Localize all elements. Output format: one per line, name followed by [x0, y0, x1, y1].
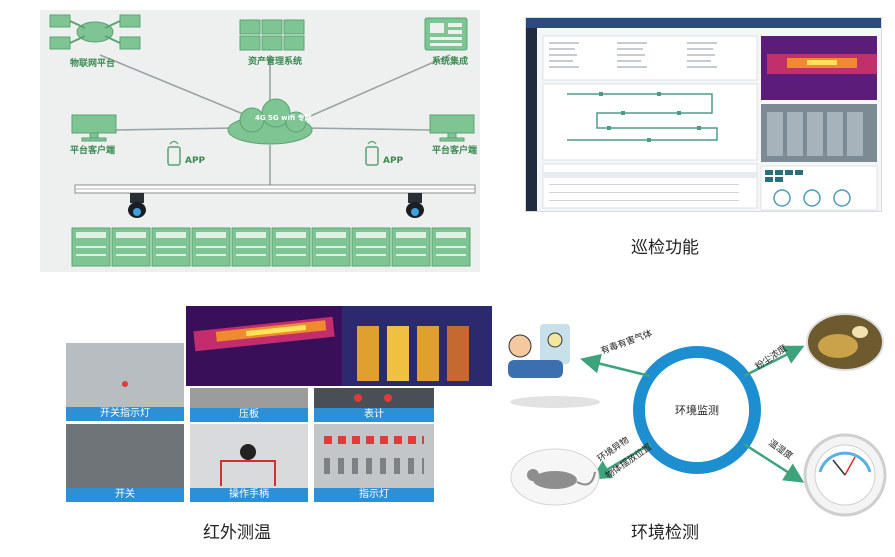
network-diagram-svg: 物联网平台 资产管理系统 系统集成 4G 5G wifi: [49, 14, 477, 267]
thermal-image-right: [342, 306, 492, 386]
harmful-gas-label: 有毒有害气体: [599, 327, 654, 357]
client-left-label: 平台客户端: [70, 144, 115, 156]
tile-indicator-light: 指示灯: [314, 424, 434, 502]
tile-operating-handle: 操作手柄: [190, 424, 308, 502]
hygrometer-icon: [803, 433, 887, 517]
gas-person-icon: [508, 324, 570, 378]
asset-system-icon: [239, 19, 305, 51]
system-integration-icon: [424, 17, 468, 51]
app-phone-icon-right: [365, 140, 379, 166]
infrared-caption: 红外测温: [203, 523, 271, 543]
inspection-software-screenshot: [525, 17, 882, 212]
app-right-label: APP: [383, 156, 404, 166]
tile-label-meter: 表计: [314, 408, 434, 422]
environment-diagram: 环境监测 有毒有害气体 粉尘浓度 温湿度 环境异物 物体摆放位置: [500, 312, 890, 517]
inspection-content-svg: [542, 35, 878, 211]
thermal-image-left: [186, 306, 342, 386]
app-phone-icon-left: [167, 140, 181, 166]
inspection-caption: 巡检功能: [631, 238, 699, 258]
app-sidebar: [526, 28, 537, 211]
tile-label-indicator-light: 指示灯: [314, 488, 434, 502]
temp-humidity-label: 温湿度: [766, 437, 795, 462]
environment-caption: 环境检测: [631, 523, 699, 543]
app-topbar: [526, 18, 881, 28]
tile-pressure-plate: 压板: [190, 388, 308, 422]
iot-platform-label: 物联网平台: [70, 57, 115, 69]
dust-image: [806, 313, 884, 371]
tile-label-operating-handle: 操作手柄: [190, 488, 308, 502]
hub-ring: [633, 346, 761, 474]
system-integration-label: 系统集成: [432, 55, 468, 67]
tile-label-pressure-plate: 压板: [190, 408, 308, 422]
tile-label-switch-indicator: 开关指示灯: [66, 407, 184, 421]
iot-platform-icon: [49, 14, 141, 50]
asset-system-label: 资产管理系统: [248, 55, 302, 67]
rat-icon: [510, 448, 600, 506]
cloud-icon: [227, 98, 313, 145]
monitor-icon-left: [71, 114, 117, 142]
cloud-label: 4G 5G wifi 专网: [255, 113, 312, 122]
tile-switch: 开关: [66, 424, 184, 502]
rail-robot-icon-left: [128, 193, 146, 218]
environment-svg: 环境监测 有毒有害气体 粉尘浓度 温湿度 环境异物 物体摆放位置: [508, 313, 887, 517]
infrared-panel: 开关指示灯 压板 表计 开关 操作手柄 指示灯: [66, 306, 492, 504]
client-right-label: 平台客户端: [432, 144, 477, 156]
monitor-icon-right: [429, 114, 475, 142]
rail-robot-icon-right: [406, 193, 424, 218]
tile-meter: 表计: [314, 388, 434, 422]
app-left-label: APP: [185, 156, 206, 166]
hub-label: 环境监测: [675, 403, 719, 417]
tile-label-switch: 开关: [66, 488, 184, 502]
tile-switch-indicator: 开关指示灯: [66, 343, 184, 421]
network-architecture-diagram: 物联网平台 资产管理系统 系统集成 4G 5G wifi: [40, 10, 480, 272]
